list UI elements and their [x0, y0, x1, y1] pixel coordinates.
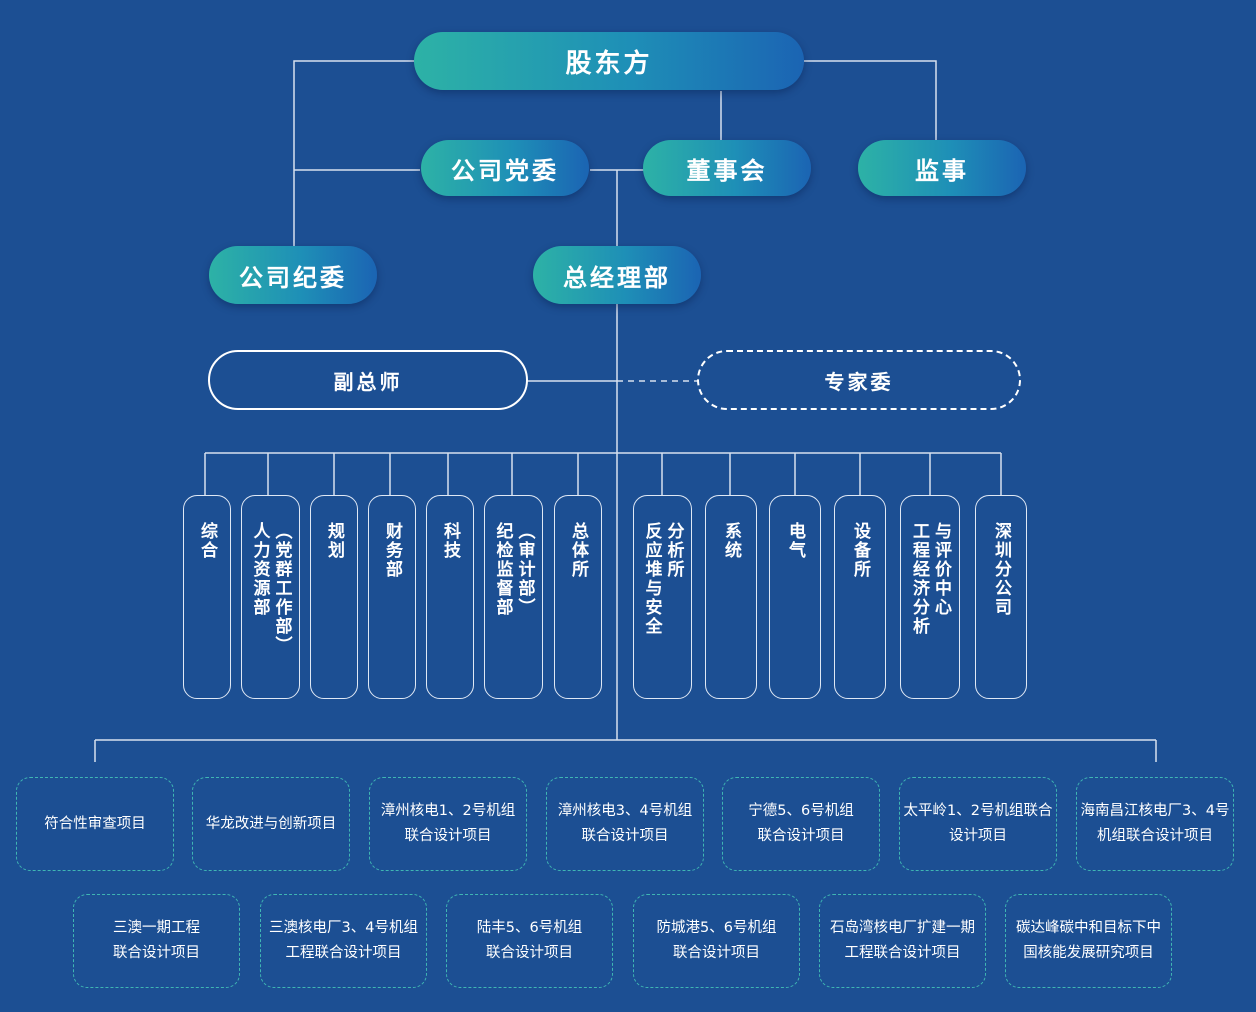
project-box: 海南昌江核电厂3、4号机组联合设计项目: [1076, 777, 1234, 871]
supervisor-node: 监事: [858, 140, 1026, 196]
project-label: 联合设计项目: [404, 828, 492, 844]
deputy-chief-engineer-label: 副总师: [333, 369, 403, 394]
project-box: 石岛湾核电厂扩建一期工程联合设计项目: [819, 894, 986, 988]
project-box: 符合性审查项目: [16, 777, 174, 871]
discipline-committee-node: 公司纪委: [209, 246, 377, 304]
department-box: 财务部: [368, 495, 416, 699]
project-label: 工程联合设计项目: [285, 945, 402, 961]
department-label: （党群工作部）: [271, 522, 292, 655]
project-box: 漳州核电3、4号机组联合设计项目: [546, 777, 704, 871]
department-box: 设备所: [834, 495, 886, 699]
project-box: 漳州核电1、2号机组联合设计项目: [369, 777, 527, 871]
project-label: 碳达峰碳中和目标下中: [1016, 920, 1161, 936]
party-committee-node: 公司党委: [421, 140, 589, 196]
project-label: 联合设计项目: [486, 945, 573, 961]
project-box: 华龙改进与创新项目: [192, 777, 350, 871]
general-manager-label: 总经理部: [563, 263, 671, 292]
project-box: 三澳一期工程联合设计项目: [73, 894, 240, 988]
department-label: 科技: [440, 522, 460, 560]
expert-committee-label: 专家委: [824, 369, 894, 394]
project-label: 宁德5、6号机组: [748, 803, 854, 819]
project-label: 联合设计项目: [581, 828, 669, 844]
shareholder-label: 股东方: [565, 48, 653, 79]
department-label: 财务部: [382, 522, 402, 579]
project-box: 三澳核电厂3、4号机组工程联合设计项目: [260, 894, 427, 988]
department-box: 规划: [310, 495, 358, 699]
department-box: 人力资源部（党群工作部）: [241, 495, 300, 699]
project-label: 华龙改进与创新项目: [205, 815, 337, 832]
project-box: 防城港5、6号机组联合设计项目: [633, 894, 800, 988]
department-label: 规划: [324, 522, 344, 560]
project-label: 工程联合设计项目: [844, 945, 961, 961]
project-label: 国核能发展研究项目: [1023, 945, 1154, 961]
department-label: 与评价中心: [931, 522, 951, 617]
supervisor-label: 监事: [915, 156, 969, 185]
department-label: 工程经济分析: [909, 522, 929, 636]
project-label: 机组联合设计项目: [1097, 828, 1213, 844]
project-label: 三澳一期工程: [113, 920, 200, 936]
project-label: 联合设计项目: [673, 945, 760, 961]
board-label: 董事会: [686, 156, 768, 185]
project-label: 防城港5、6号机组: [656, 920, 777, 936]
project-label: 石岛湾核电厂扩建一期: [830, 920, 975, 936]
shareholder-node: 股东方: [414, 32, 804, 90]
project-label: 海南昌江核电厂3、4号: [1080, 803, 1230, 819]
deputy-chief-engineer-node: 副总师: [208, 350, 528, 410]
department-label: 反应堆与安全: [641, 522, 662, 636]
department-box: 系统: [705, 495, 757, 699]
project-box: 宁德5、6号机组联合设计项目: [722, 777, 880, 871]
department-box: 深圳分公司: [975, 495, 1027, 699]
general-manager-node: 总经理部: [533, 246, 701, 304]
department-box: 总体所: [554, 495, 602, 699]
department-label: 综合: [197, 522, 217, 560]
board-node: 董事会: [643, 140, 811, 196]
department-label: 人力资源部: [249, 522, 270, 617]
project-label: 三澳核电厂3、4号机组: [269, 920, 418, 936]
department-label: 总体所: [568, 522, 588, 579]
department-box: 电气: [769, 495, 821, 699]
expert-committee-node: 专家委: [697, 350, 1021, 410]
project-label: 太平岭1、2号机组联合: [903, 803, 1053, 819]
department-box: 综合: [183, 495, 231, 699]
project-label: 漳州核电3、4号机组: [557, 803, 693, 819]
department-label: 分析所: [663, 522, 684, 579]
discipline-committee-label: 公司纪委: [239, 263, 347, 292]
project-label: 联合设计项目: [113, 945, 200, 961]
project-box: 陆丰5、6号机组联合设计项目: [446, 894, 613, 988]
project-label: 陆丰5、6号机组: [476, 920, 583, 936]
department-label: 系统: [721, 522, 741, 560]
department-label: 设备所: [850, 522, 870, 579]
department-box: 工程经济分析与评价中心: [900, 495, 960, 699]
project-box: 太平岭1、2号机组联合设计项目: [899, 777, 1057, 871]
department-box: 纪检监督部（审计部）: [484, 495, 543, 699]
party-committee-label: 公司党委: [451, 156, 559, 185]
department-box: 反应堆与安全分析所: [633, 495, 692, 699]
department-label: 纪检监督部: [492, 522, 513, 617]
project-box: 碳达峰碳中和目标下中国核能发展研究项目: [1005, 894, 1172, 988]
project-label: 漳州核电1、2号机组: [380, 803, 516, 819]
project-label: 符合性审查项目: [44, 815, 146, 832]
department-label: 深圳分公司: [991, 522, 1011, 617]
project-label: 设计项目: [949, 828, 1007, 844]
department-label: （审计部）: [514, 522, 535, 617]
project-label: 联合设计项目: [757, 828, 845, 844]
department-label: 电气: [785, 522, 805, 560]
department-box: 科技: [426, 495, 474, 699]
